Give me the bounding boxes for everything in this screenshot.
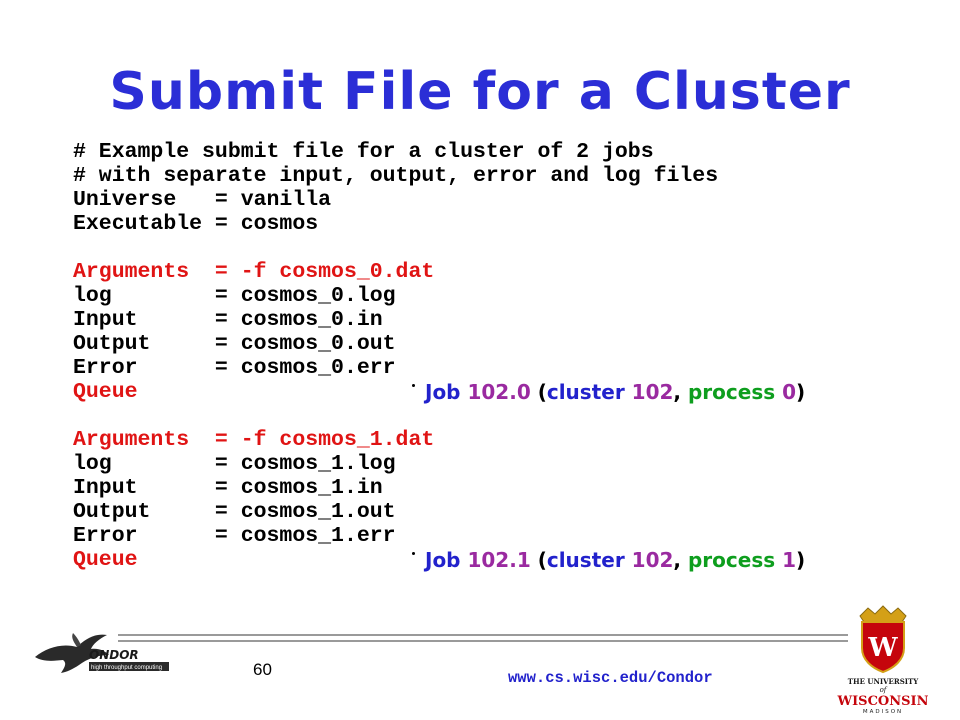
annotation-dot	[412, 552, 415, 555]
uw-logo-line1: THE UNIVERSITY	[848, 677, 919, 686]
process-id: 0	[782, 380, 797, 404]
condor-bird-icon	[35, 633, 109, 673]
footer-rule	[118, 634, 848, 636]
code-line-queue: Queue	[73, 380, 138, 404]
cluster-id: 102	[631, 548, 674, 572]
process-label: process	[687, 380, 776, 404]
comma: ,	[673, 548, 682, 572]
code-line: # with separate input, output, error and…	[73, 164, 719, 188]
uw-logo-line4: MADISON	[863, 709, 903, 715]
code-line: Output = cosmos_1.out	[73, 500, 396, 524]
comma: ,	[673, 380, 682, 404]
paren: )	[796, 548, 806, 572]
condor-logo: ONDOR high throughput computing	[35, 633, 169, 673]
code-line: Input = cosmos_1.in	[73, 476, 383, 500]
code-line: Error = cosmos_1.err	[73, 524, 396, 548]
job-id: 102.1	[467, 548, 531, 572]
code-line: Executable = cosmos	[73, 212, 319, 236]
submit-file-code: # Example submit file for a cluster of 2…	[73, 140, 718, 572]
job-label: Job	[425, 548, 461, 572]
paren: (	[537, 548, 547, 572]
code-line-arguments: Arguments = -f cosmos_0.dat	[73, 260, 435, 284]
blank-line	[73, 404, 718, 428]
uw-logo: W THE UNIVERSITY of WISCONSIN MADISON	[837, 605, 929, 715]
process-label: process	[687, 548, 776, 572]
code-line-arguments: Arguments = -f cosmos_1.dat	[73, 428, 435, 452]
job-label: Job	[425, 380, 461, 404]
code-line: Input = cosmos_0.in	[73, 308, 383, 332]
job-annotation-0: Job 102.0 (cluster 102, process 0)	[425, 380, 805, 404]
uw-logo-line2: of	[880, 686, 888, 694]
code-line: log = cosmos_1.log	[73, 452, 396, 476]
footer-url: www.cs.wisc.edu/Condor	[508, 669, 713, 687]
code-line: Error = cosmos_0.err	[73, 356, 396, 380]
job-id: 102.0	[467, 380, 531, 404]
uw-crest-icon: W	[859, 605, 907, 674]
annotation-dot	[412, 384, 415, 387]
code-line: Output = cosmos_0.out	[73, 332, 396, 356]
condor-logo-name: ONDOR	[89, 648, 139, 662]
code-line: Universe = vanilla	[73, 188, 332, 212]
code-line: log = cosmos_0.log	[73, 284, 396, 308]
code-line: # Example submit file for a cluster of 2…	[73, 140, 654, 164]
paren: (	[537, 380, 547, 404]
footer-rule	[118, 640, 848, 642]
cluster-id: 102	[631, 380, 674, 404]
job-annotation-1: Job 102.1 (cluster 102, process 1)	[425, 548, 805, 572]
cluster-label: cluster	[546, 380, 625, 404]
paren: )	[796, 380, 806, 404]
code-line-queue: Queue	[73, 548, 138, 572]
cluster-label: cluster	[546, 548, 625, 572]
condor-logo-tagline: high throughput computing	[91, 665, 162, 671]
slide-title: Submit File for a Cluster	[109, 62, 851, 122]
process-id: 1	[782, 548, 797, 572]
page-number: 60	[253, 660, 272, 679]
uw-logo-line3: WISCONSIN	[837, 694, 929, 709]
blank-line	[73, 236, 718, 260]
svg-text:W: W	[867, 633, 898, 663]
